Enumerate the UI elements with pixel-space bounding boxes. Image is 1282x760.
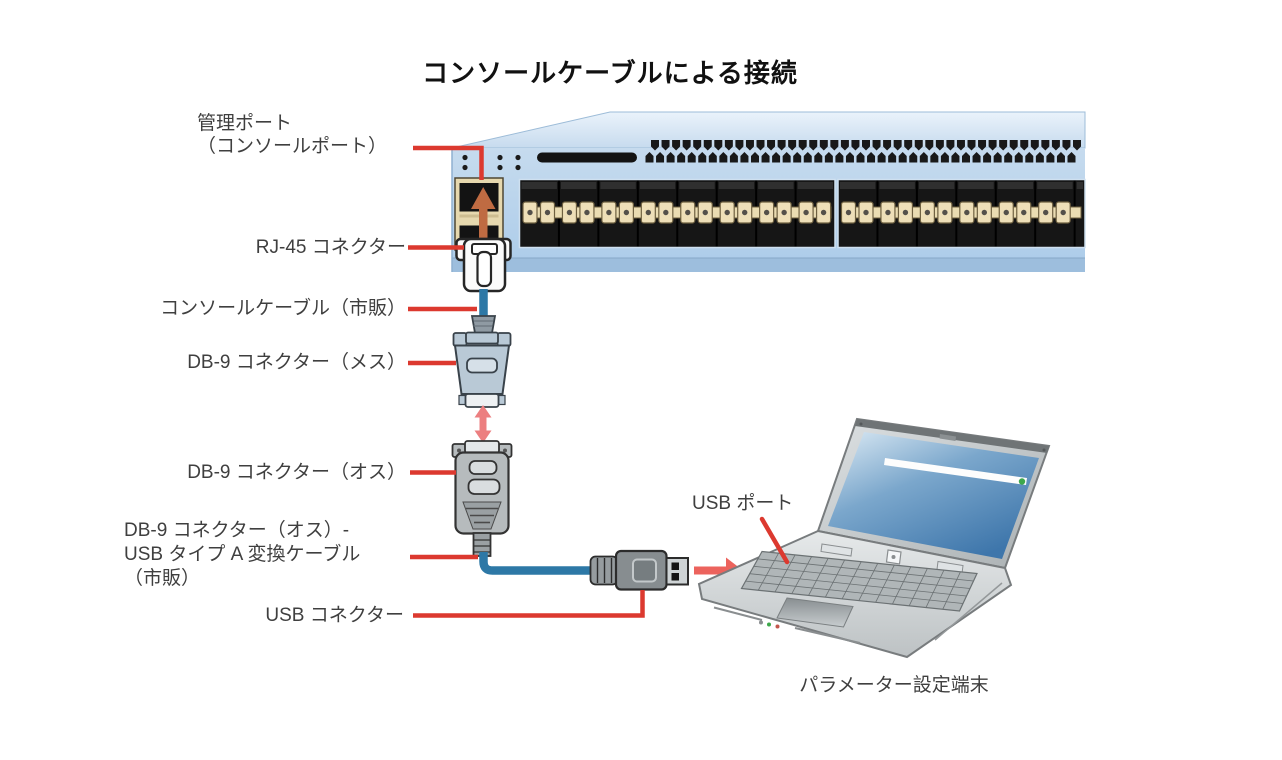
adapter-cable xyxy=(479,552,594,575)
label-db9-female: DB-9 コネクター（メス） xyxy=(187,352,406,373)
insert-arrow-icon xyxy=(471,187,496,252)
diagram-title: コンソールケーブルによる接続 xyxy=(422,58,798,88)
laptop-touchpad xyxy=(776,597,854,628)
status-led-dots xyxy=(462,154,521,171)
db9-female-connector xyxy=(452,315,512,408)
callout-usb-connector xyxy=(413,590,645,618)
laptop xyxy=(697,417,1051,659)
network-switch xyxy=(451,111,1086,272)
db9-male-connector xyxy=(451,440,513,557)
laptop-keyboard xyxy=(740,550,978,612)
keyboard-grid xyxy=(745,553,974,610)
sfp-port-banks xyxy=(518,178,1086,249)
mate-arrow-icon xyxy=(474,405,492,443)
callout-usb-port xyxy=(759,516,790,565)
usb-connector xyxy=(589,549,689,591)
label-rj45-connector: RJ-45 コネクター xyxy=(255,237,406,258)
label-adapter-cable: DB-9 コネクター（オス）- USB タイプ A 変換ケーブル （市販） xyxy=(124,520,361,589)
laptop-screen xyxy=(828,432,1039,559)
label-usb-connector: USB コネクター xyxy=(265,605,404,626)
label-usb-port: USB ポート xyxy=(692,493,794,514)
callout-management-port xyxy=(413,145,484,180)
callout-lines xyxy=(408,145,790,618)
vent-led-rows xyxy=(645,140,1081,163)
rj45-connector xyxy=(455,237,512,293)
label-console-cable: コンソールケーブル（市販） xyxy=(160,298,406,319)
label-parameter-terminal: パラメーター設定端末 xyxy=(799,675,989,696)
label-management-port: 管理ポート （コンソールポート） xyxy=(197,113,388,157)
label-db9-male: DB-9 コネクター（オス） xyxy=(187,462,406,483)
display-slot xyxy=(537,152,637,163)
